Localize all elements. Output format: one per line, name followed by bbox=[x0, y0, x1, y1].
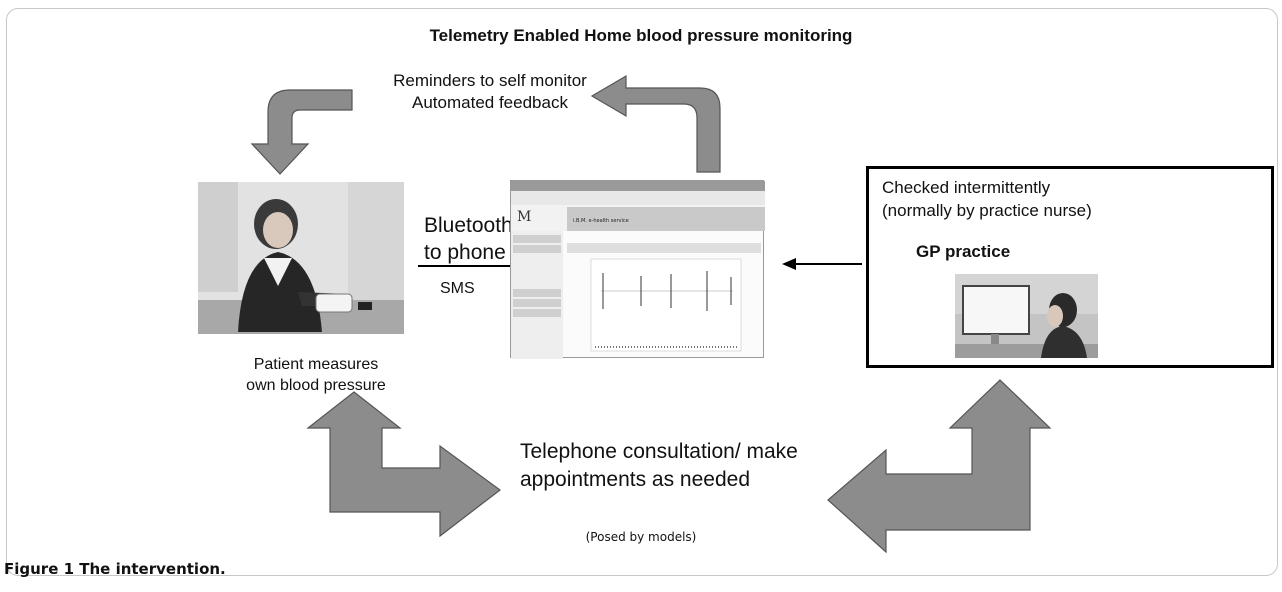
reminder-line-1: Reminders to self monitor bbox=[393, 71, 587, 90]
screenshot-logo: M bbox=[517, 209, 531, 225]
figure-frame bbox=[6, 8, 1278, 576]
telephone-line-1: Telephone consultation/ make bbox=[520, 440, 798, 463]
patient-photo bbox=[198, 182, 404, 334]
gp-photo-illustration bbox=[955, 274, 1098, 358]
bluetooth-line-2: to phone bbox=[424, 241, 506, 264]
reminder-line-2: Automated feedback bbox=[412, 93, 568, 112]
checked-line-1: Checked intermittently bbox=[882, 178, 1051, 197]
figure-caption: Figure 1 The intervention. bbox=[4, 560, 226, 578]
ehealth-screenshot-illustration: M i.B.M. e-health service bbox=[511, 181, 765, 359]
checked-label: Checked intermittently (normally by prac… bbox=[882, 176, 1092, 222]
patient-photo-illustration bbox=[198, 182, 404, 334]
feedback-arrow-down bbox=[250, 89, 353, 175]
posed-note: (Posed by models) bbox=[585, 530, 697, 544]
gp-practice-label: GP practice bbox=[916, 242, 1011, 261]
patient-caption: Patient measures own blood pressure bbox=[196, 354, 436, 396]
figure-title: Telemetry Enabled Home blood pressure mo… bbox=[429, 26, 853, 45]
patient-line-1: Patient measures bbox=[253, 356, 379, 373]
reminder-label: Reminders to self monitor Automated feed… bbox=[340, 70, 640, 114]
telephone-label: Telephone consultation/ make appointment… bbox=[520, 438, 798, 494]
screenshot-app-title: i.B.M. e-health service bbox=[573, 218, 629, 224]
telephone-line-2: appointments as needed bbox=[520, 468, 751, 491]
patient-line-2: own blood pressure bbox=[246, 377, 386, 394]
feedback-arrow-up bbox=[590, 74, 721, 173]
gp-consultation-arrow bbox=[827, 379, 1052, 554]
ehealth-screenshot: M i.B.M. e-health service bbox=[510, 180, 765, 359]
bluetooth-label: Bluetooth to phone bbox=[424, 212, 513, 266]
gp-photo bbox=[955, 274, 1098, 358]
checked-line-2: (normally by practice nurse) bbox=[882, 201, 1092, 220]
bluetooth-line-1: Bluetooth bbox=[424, 214, 513, 237]
sms-label: SMS bbox=[440, 280, 475, 297]
gp-to-screen-arrowhead bbox=[782, 258, 796, 270]
patient-consultation-arrow bbox=[306, 391, 502, 538]
